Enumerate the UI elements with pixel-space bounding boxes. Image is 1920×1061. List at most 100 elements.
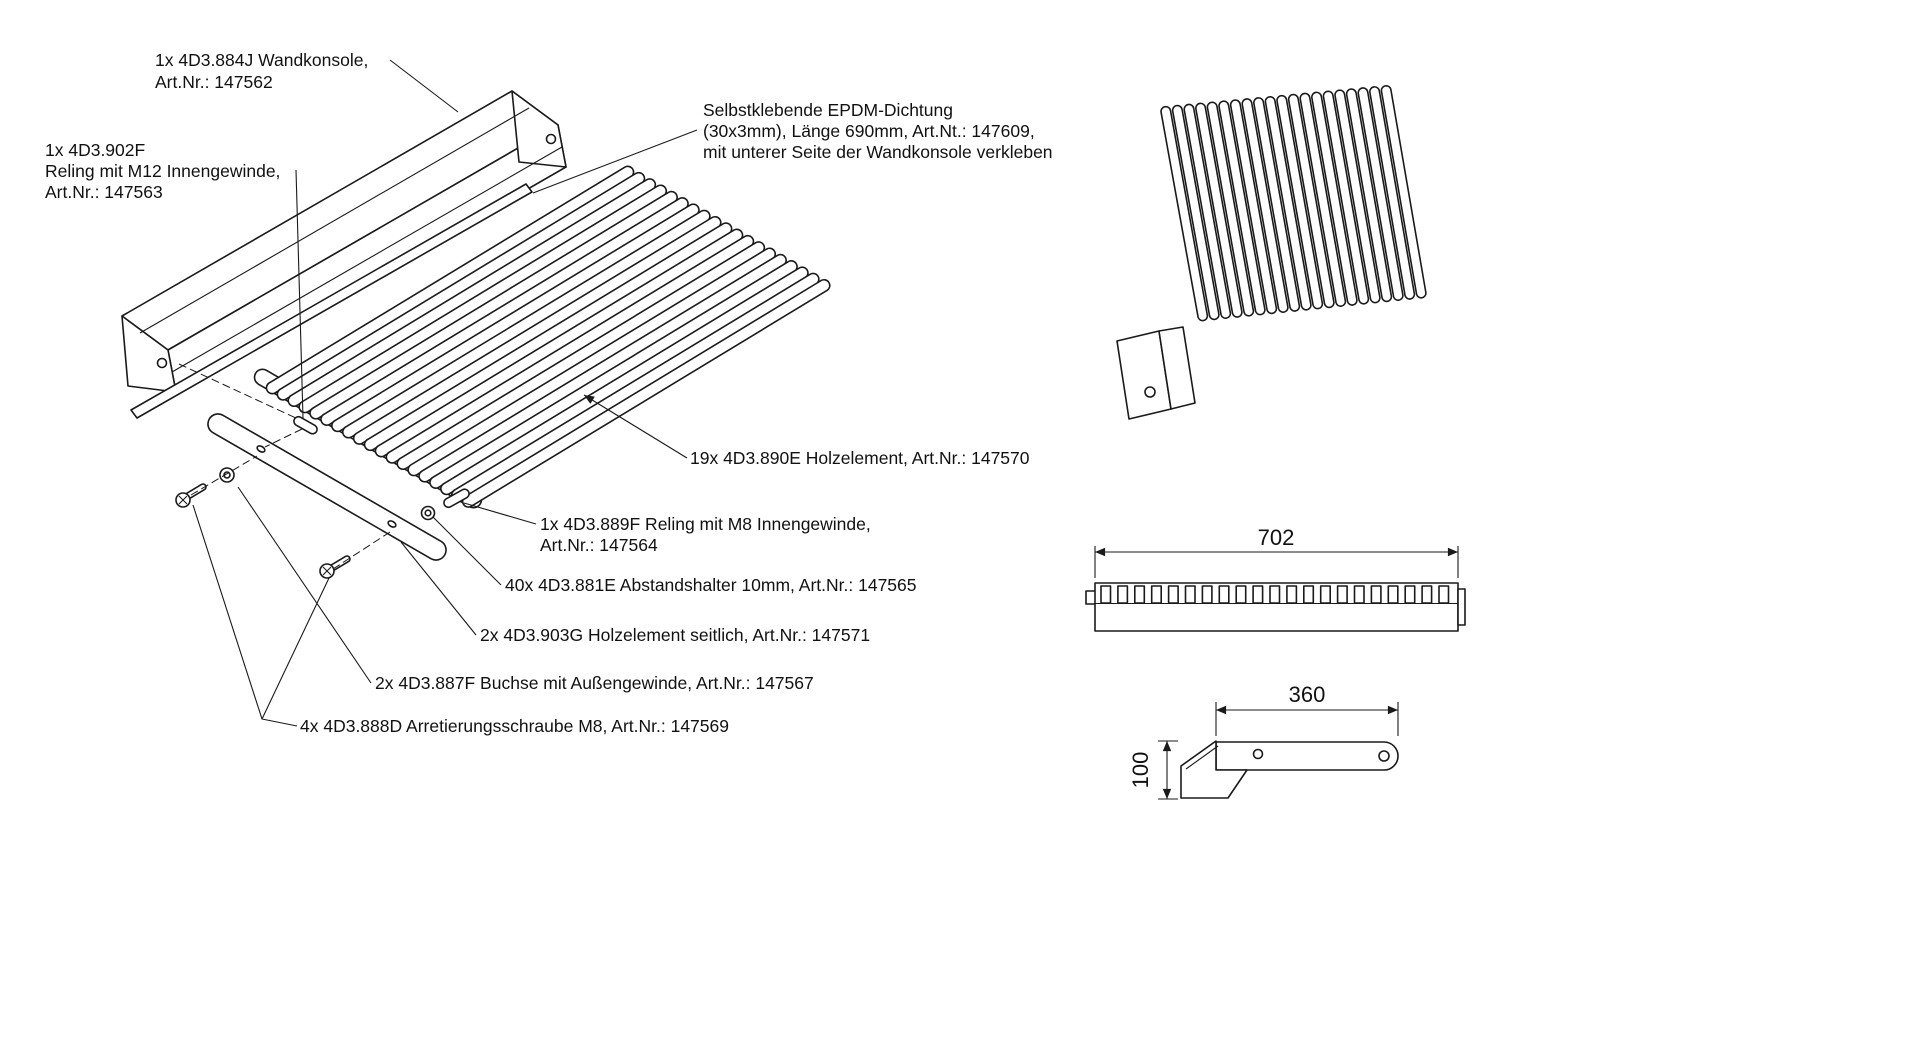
wood-slat [461,279,831,508]
wood-slat [363,222,733,452]
label-epdm: Selbstklebende EPDM-Dichtung [703,100,953,120]
wood-slat [418,253,787,483]
slat-end-tooth [1269,585,1281,604]
leader-reling-m8 [463,502,537,525]
bracket-screw-hole [545,133,557,145]
label-buchse: 2x 4D3.887F Buchse mit Außengewinde, Art… [375,673,814,693]
assembled-slat [1380,84,1427,299]
assembled-view [1116,84,1427,420]
side-view: 360 100 [1128,682,1399,800]
wood-slat [341,209,711,439]
label-reling-m8: Art.Nr.: 147564 [540,535,658,555]
assembled-slat [1299,92,1347,307]
assembled-slat [1311,91,1358,306]
slat-end-tooth [1336,585,1348,604]
wood-slat [320,197,689,426]
top-view: 702 [1085,525,1466,632]
assembled-bracket-hole [1144,386,1156,398]
slat-end-tooth [1100,585,1112,604]
side-element-front [207,413,447,561]
wedge-inner-line [1185,745,1219,770]
assembled-bracket-side [1158,326,1196,410]
assembled-slat [1345,88,1393,303]
assembled-slat [1195,102,1243,318]
assembled-slat [1253,97,1301,312]
side-view-end-hole [1378,750,1390,762]
wood-slats [265,165,831,508]
label-wandkonsole: Art.Nr.: 147562 [155,72,273,92]
wood-slat [276,171,646,401]
bracket-screw-hole [156,357,168,369]
epdm-seal-strip [130,183,533,419]
slat-end-tooth [1235,585,1247,604]
rail-m8-end [443,488,470,509]
assembled-slat [1334,89,1381,304]
label-reling-m12: Art.Nr.: 147563 [45,182,163,202]
side-element-hole [387,520,397,528]
slat-end-tooth [1370,585,1382,604]
assembled-slats [1160,84,1427,322]
side-view-pivot-hole [1252,748,1264,760]
assembled-slat [1357,87,1404,301]
side-view-bracket-wedge [1180,740,1248,799]
label-reling-m12: Reling mit M12 Innengewinde, [45,161,280,181]
fastener-shanks [184,483,351,572]
callout-labels: 1x 4D3.884J Wandkonsole, Art.Nr.: 147562… [45,50,1053,736]
rail-ends [293,415,470,509]
side-view-bar [1215,741,1399,771]
screw-slot-line [322,566,332,576]
assembly-axis-lines [178,363,391,570]
wood-slat [331,203,700,433]
slat-end-tooth [1218,585,1230,604]
leader-abstandshalter [432,516,502,586]
wood-slat [309,190,678,420]
screw-slot-line [178,495,188,505]
slat-end-tooth [1117,585,1129,604]
wood-slat [396,241,766,470]
rail-m12-end [293,415,318,435]
assembled-slat [1322,90,1370,305]
slat-end-tooth [1404,585,1416,604]
label-arretierungsschraube: 4x 4D3.888D Arretierungsschraube M8, Art… [300,716,729,736]
axis-line [190,455,258,496]
slat-end-tooth [1303,585,1315,604]
assembled-slat [1206,101,1255,317]
dimension-value-702: 702 [1258,525,1295,550]
assembled-slat [1287,93,1335,309]
assembled-slat [1276,94,1324,310]
label-epdm: (30x3mm), Länge 690mm, Art.Nt.: 147609, [703,121,1035,141]
assembled-slat [1160,105,1209,322]
label-wandkonsole: 1x 4D3.884J Wandkonsole, [155,50,368,70]
top-view-slat-ends [1100,585,1450,604]
side-element-hole [256,445,266,453]
assembled-slat [1183,103,1232,319]
axis-line [264,428,303,448]
wood-slat [385,234,755,464]
label-reling-m12: 1x 4D3.902F [45,140,145,160]
assembled-slat [1264,95,1312,311]
leader-wandkonsole [389,59,459,113]
top-view-right-cap [1457,588,1466,626]
label-abstandshalter: 40x 4D3.881E Abstandshalter 10mm, Art.Nr… [505,575,917,595]
wall-bracket [121,90,567,393]
axis-line [178,363,299,420]
label-holzelement: 19x 4D3.890E Holzelement, Art.Nr.: 14757… [690,448,1030,468]
label-holzelement-seitlich: 2x 4D3.903G Holzelement seitlich, Art.Nr… [480,625,870,645]
assembled-slat [1241,98,1289,313]
wall-bracket-right-cap [511,90,567,168]
leader-holzelement-seitlich [400,541,477,636]
wood-slat [352,216,722,445]
wood-slat [287,178,657,407]
leader-holzelement [583,394,688,459]
slat-end-tooth [1150,585,1162,604]
slat-end-tooth [1252,585,1264,604]
slat-end-tooth [1201,585,1213,604]
wood-slat [407,247,777,477]
label-epdm: mit unterer Seite der Wandkonsole verkle… [703,142,1053,162]
threaded-bushing [219,467,235,483]
wall-bracket-fold-line [171,146,563,373]
wood-slat [429,260,798,489]
slat-end-tooth [1184,585,1196,604]
